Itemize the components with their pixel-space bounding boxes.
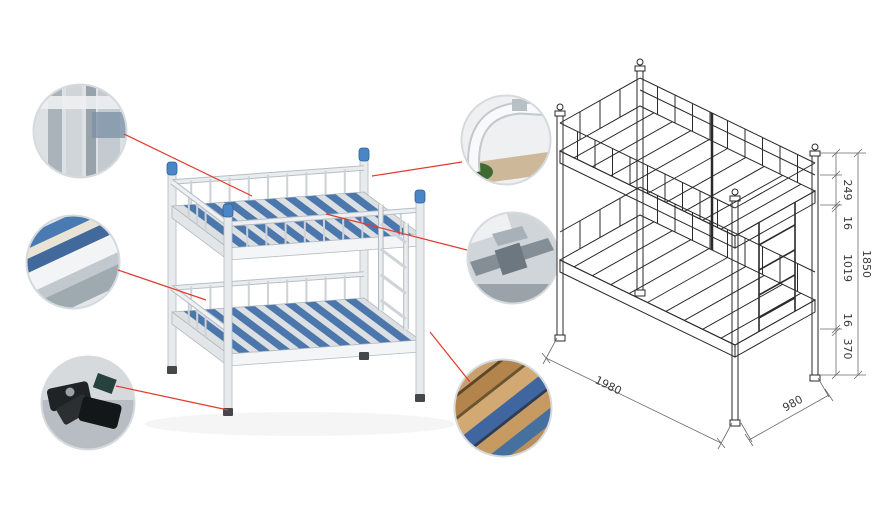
lower-left-guardrail — [170, 285, 230, 338]
callout-slat-and-frame — [25, 214, 121, 310]
post-caps — [166, 147, 426, 218]
dim-label-249: 249 — [841, 180, 854, 201]
callout-ring — [25, 214, 121, 310]
connector-wood-slats — [429, 331, 471, 383]
callout-ring — [460, 94, 552, 186]
dim-label-1019: 1019 — [841, 254, 854, 282]
connector-slat-frame — [117, 269, 207, 301]
connector-bracket — [325, 213, 468, 251]
callout-connector-lines — [115, 133, 471, 411]
wire-posts — [556, 70, 819, 421]
bed-ladder — [378, 204, 409, 330]
dimension-lines — [541, 148, 866, 450]
lower-back-guardrail — [171, 271, 365, 311]
upper-back-guardrail — [171, 165, 365, 205]
callout-plastic-foot-pads — [40, 355, 136, 451]
callout-frame-corner-joint — [32, 83, 128, 179]
callout-ring — [40, 355, 136, 451]
wire-lower-deck — [558, 214, 817, 358]
dim-label-980: 980 — [780, 393, 805, 415]
dim-label-370: 370 — [841, 339, 854, 360]
wire-ladder — [758, 202, 796, 332]
wire-feet — [554, 289, 821, 427]
wire-upper-deck — [558, 105, 817, 249]
bunk-bed-render — [145, 147, 455, 436]
connector-frame-joint — [123, 133, 253, 197]
dim-label-16-lower: 16 — [841, 313, 854, 327]
wire-lower-guardrails — [559, 186, 816, 292]
dim-label-1850: 1850 — [860, 250, 873, 278]
upper-left-guardrail — [170, 179, 230, 232]
callout-guardrail-tube — [460, 94, 552, 186]
wire-lower-slats — [573, 221, 802, 339]
dim-label-16-upper: 16 — [841, 216, 854, 230]
callout-ring — [32, 83, 128, 179]
dim-label-1980: 1980 — [593, 374, 624, 398]
technical-drawing — [541, 58, 866, 450]
lower-bunk-deck — [170, 297, 422, 367]
connector-feet — [115, 385, 229, 411]
callout-wooden-slats — [453, 358, 553, 458]
wire-post-caps — [554, 58, 821, 202]
wire-upper-slats — [573, 112, 802, 230]
floor-shadow — [145, 412, 455, 436]
bed-feet — [167, 352, 425, 416]
callout-ring — [453, 358, 553, 458]
callout-support-bracket — [466, 211, 560, 305]
upper-front-guardrail — [227, 207, 421, 247]
wire-upper-guardrails — [559, 77, 816, 228]
connector-guardrail — [371, 161, 463, 177]
